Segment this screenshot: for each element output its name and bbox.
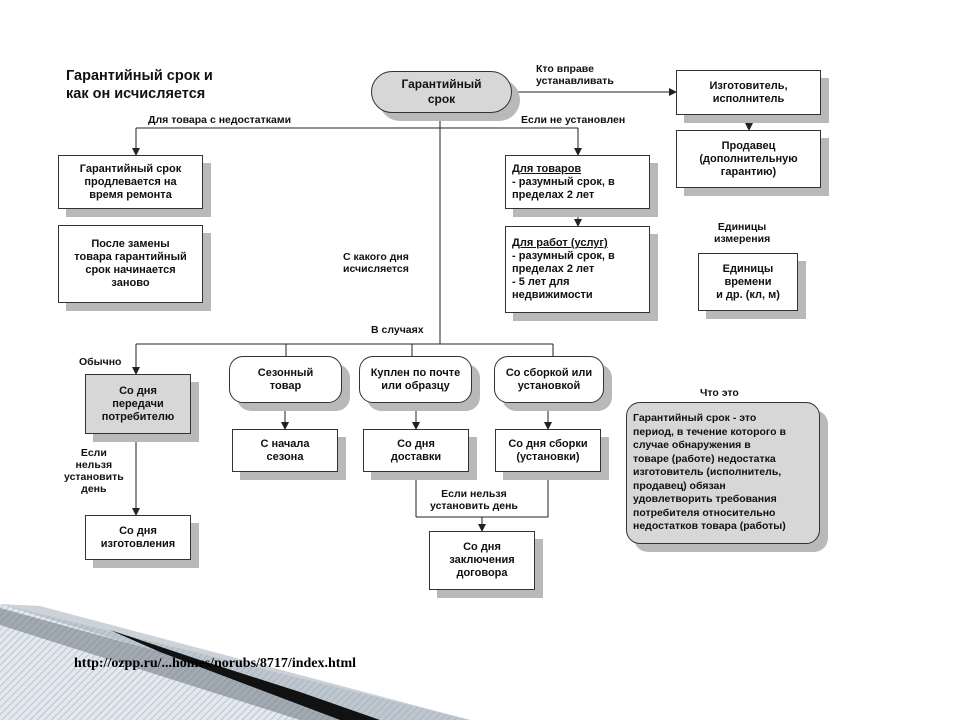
label-what: Что это: [700, 387, 739, 399]
label-defect-goods: Для товара с недостатками: [148, 114, 292, 126]
label-cases: В случаях: [371, 324, 424, 336]
label-cant-right: Если нельзя установить день: [430, 488, 518, 512]
node-seasonal-goods: Сезонный товар: [229, 356, 342, 403]
label-cant-left: Если нельзя установить день: [64, 447, 124, 495]
node-from-transfer: Со дня передачи потребителю: [85, 374, 191, 434]
node-for-goods: Для товаров - разумный срок, в пределах …: [505, 155, 650, 209]
node-extended-repair: Гарантийный срок продлевается на время р…: [58, 155, 203, 209]
node-season-start: С начала сезона: [232, 429, 338, 472]
source-url: http://ozpp.ru/...homes/norubs/8717/inde…: [74, 656, 356, 671]
node-contract-day: Со дня заключения договора: [429, 531, 535, 590]
node-time-units: Единицы времени и др. (кл, м): [698, 253, 798, 311]
label-who-sets: Кто вправе устанавливать: [536, 63, 614, 87]
works-heading: Для работ (услуг): [512, 237, 608, 249]
node-manufacturer: Изготовитель, исполнитель: [676, 70, 821, 115]
node-with-assembly: Со сборкой или установкой: [494, 356, 604, 403]
label-not-set: Если не установлен: [521, 114, 626, 126]
node-assembly-day: Со дня сборки (установки): [495, 429, 601, 472]
label-from-day: С какого дня исчисляется: [343, 251, 409, 275]
node-seller: Продавец (дополнительную гарантию): [676, 130, 821, 188]
works-body: - разумный срок, в пределах 2 лет - 5 ле…: [512, 250, 615, 301]
node-after-replacement: После замены товара гарантийный срок нач…: [58, 225, 203, 303]
label-units: Единицы измерения: [714, 221, 771, 245]
node-warranty-period: Гарантийный срок: [371, 71, 512, 113]
node-mail-order: Куплен по почте или образцу: [359, 356, 472, 403]
goods-heading: Для товаров: [512, 162, 582, 175]
diagram-title: Гарантийный срок и как он исчисляется: [66, 68, 213, 102]
node-manufacture-day: Со дня изготовления: [85, 515, 191, 560]
node-delivery-day: Со дня доставки: [363, 429, 469, 472]
label-usually: Обычно: [79, 356, 122, 368]
goods-body: - разумный срок, в пределах 2 лет: [512, 175, 615, 201]
node-for-works: Для работ (услуг) - разумный срок, в пре…: [505, 226, 650, 313]
node-definition: Гарантийный срок - это период, в течение…: [626, 402, 820, 544]
